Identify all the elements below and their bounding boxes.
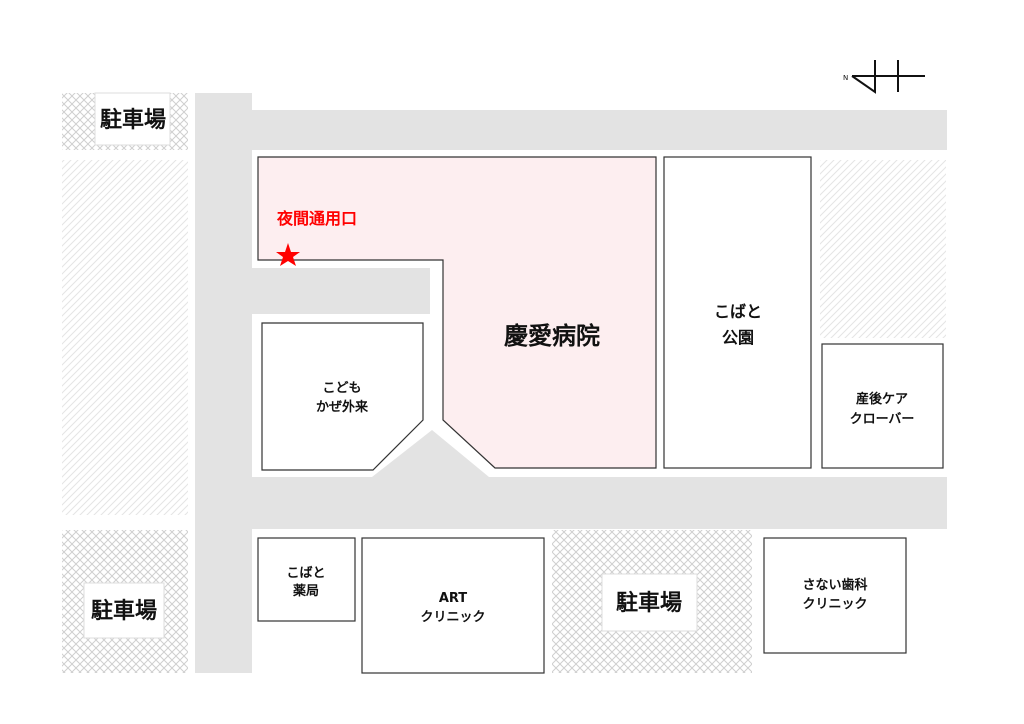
lot-left-vacant xyxy=(62,160,188,515)
kobato-pharmacy-line1: こばと xyxy=(286,566,325,581)
hospital-name: 慶愛病院 xyxy=(504,322,600,350)
buildings xyxy=(257,156,944,674)
sango-care-line1: 産後ケア xyxy=(856,391,908,407)
sango-care-line2: クローバー xyxy=(850,412,915,427)
road-driveway-wedge xyxy=(372,430,489,477)
night-entrance-label: 夜間通用口 xyxy=(276,209,357,228)
sanai-dental-line1: さない歯科 xyxy=(802,577,867,593)
road-vertical-left xyxy=(195,93,252,673)
parking-box-bottom-left xyxy=(83,582,165,639)
road-driveway xyxy=(252,268,430,314)
art-clinic-line1: ART xyxy=(439,591,467,606)
sanai-dental-line2: クリニック xyxy=(802,597,867,612)
kobato-park-building xyxy=(663,156,812,469)
art-clinic-building xyxy=(361,537,545,674)
kodomo-kaze-building xyxy=(261,322,424,471)
art-clinic-line2: クリニック xyxy=(420,610,485,625)
kodomo-kaze-line1: こども xyxy=(322,381,361,396)
parking-box-top-left xyxy=(94,92,171,146)
lot-right-vacant xyxy=(820,160,946,338)
parking-box-bottom-center xyxy=(601,573,698,632)
parking-label-bottom-left: 駐車場 xyxy=(91,598,157,624)
kobato-park-line2: 公園 xyxy=(722,328,754,347)
kobato-park-line1: こばと xyxy=(714,302,762,321)
star-icon xyxy=(276,243,300,266)
parking-label-bottom-center: 駐車場 xyxy=(616,590,682,616)
road-top xyxy=(252,110,947,150)
kodomo-kaze-line2: かぜ外来 xyxy=(316,399,369,415)
road-middle xyxy=(195,477,947,529)
compass-label: N xyxy=(843,74,848,82)
sango-care-building xyxy=(821,343,944,469)
sanai-dental-building xyxy=(763,537,907,654)
parking-label-top-left: 駐車場 xyxy=(100,107,166,133)
roads xyxy=(195,93,947,673)
kobato-pharmacy-building xyxy=(257,537,356,622)
kobato-pharmacy-line2: 薬局 xyxy=(292,583,319,599)
north-arrow-icon xyxy=(851,60,925,94)
